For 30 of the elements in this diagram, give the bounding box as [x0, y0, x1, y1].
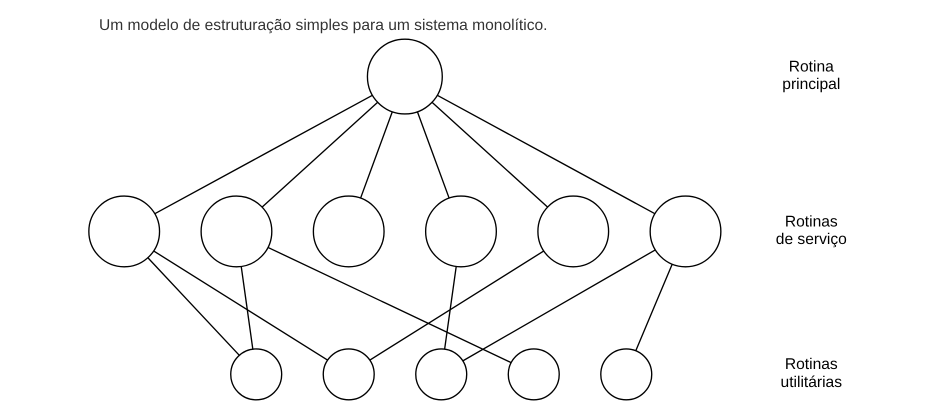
node-circle — [649, 194, 722, 267]
connector — [462, 248, 655, 361]
label: Rotinas utilitárias — [780, 356, 842, 390]
label: Rotinas de serviço — [775, 212, 846, 248]
node-circle — [424, 194, 496, 267]
connector — [261, 102, 378, 208]
node-circle — [88, 194, 160, 267]
connector — [153, 250, 328, 360]
node-circle — [600, 348, 652, 400]
connector — [436, 94, 654, 214]
node-circle — [507, 348, 560, 400]
node-circle — [414, 348, 467, 400]
node-circle — [322, 348, 374, 400]
connector — [147, 257, 240, 356]
node-circle — [536, 194, 609, 267]
connector — [360, 111, 392, 198]
connector — [634, 264, 672, 350]
connector — [416, 111, 450, 198]
node-circle — [312, 194, 384, 267]
connector — [431, 102, 548, 208]
node-circle — [200, 194, 272, 267]
connector — [240, 266, 253, 348]
label: Rotina principal — [782, 58, 840, 93]
connector — [154, 94, 372, 214]
connector — [444, 266, 456, 348]
connector — [267, 246, 511, 363]
diagram-title: Um modelo de estruturação simples para um sistema monolítico. — [98, 16, 548, 34]
node-circle — [366, 38, 442, 114]
node-circle — [230, 348, 282, 400]
connector — [369, 250, 544, 360]
